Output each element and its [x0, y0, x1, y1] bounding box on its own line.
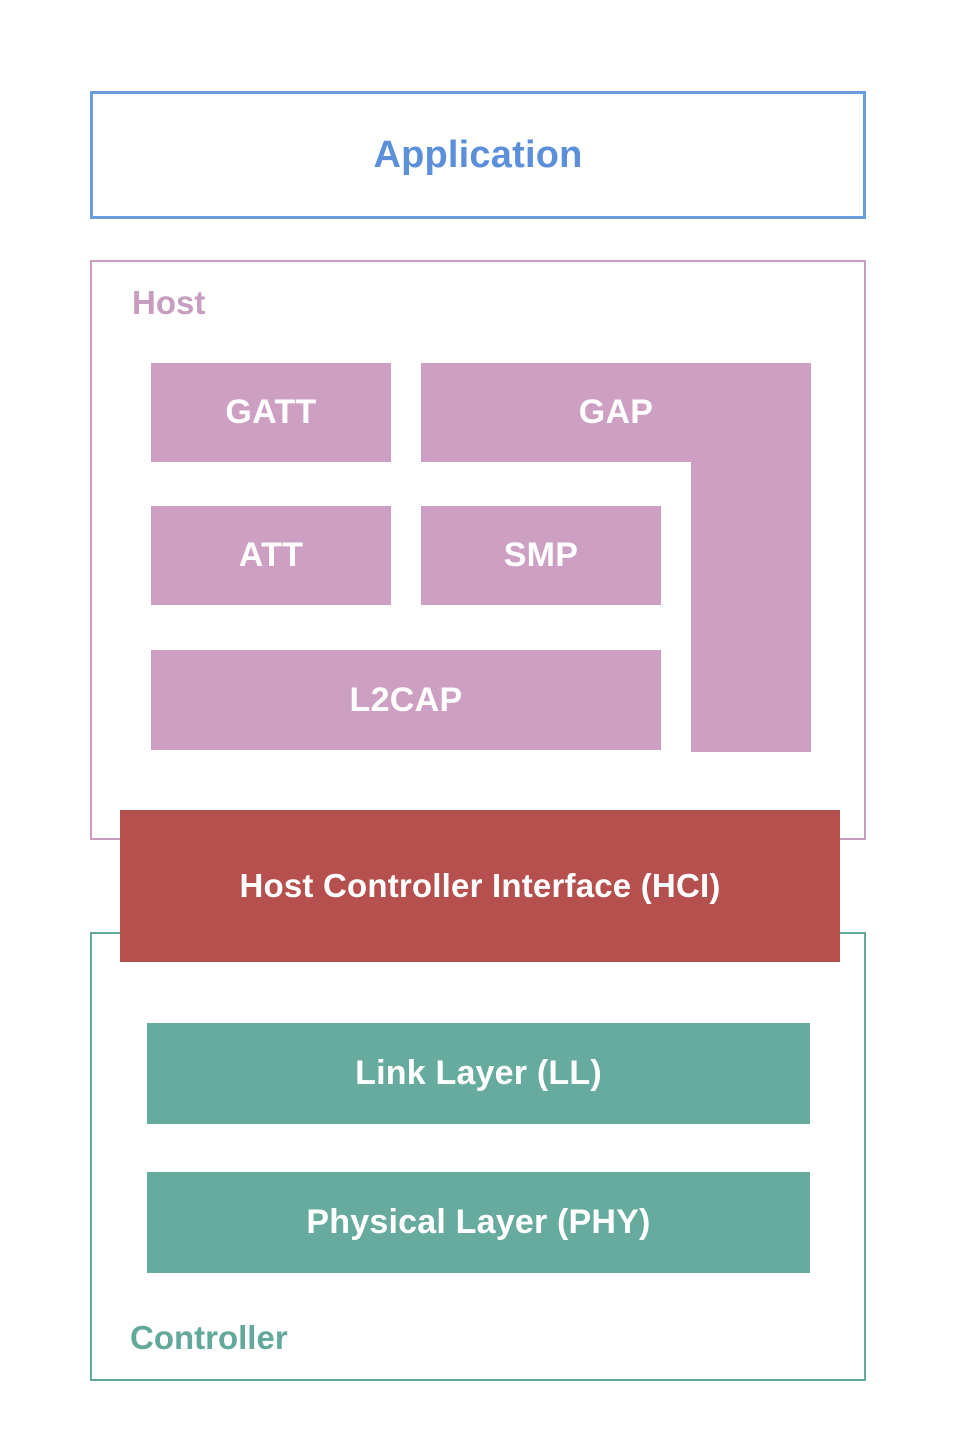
physical-layer-label: Physical Layer (PHY)	[306, 1203, 651, 1241]
l2cap-block: L2CAP	[151, 650, 661, 750]
att-label: ATT	[238, 536, 304, 574]
host-label: Host	[132, 284, 206, 321]
controller-container: Controller	[90, 932, 866, 1381]
physical-layer-block: Physical Layer (PHY)	[147, 1172, 810, 1273]
hci-label: Host Controller Interface (HCI)	[239, 867, 721, 904]
link-layer-block: Link Layer (LL)	[147, 1023, 810, 1124]
host-controller-interface-block: Host Controller Interface (HCI)	[120, 810, 840, 962]
gap-label: GAP	[578, 393, 654, 431]
application-layer-box: Application	[90, 91, 866, 219]
gatt-block: GATT	[151, 363, 391, 462]
att-block: ATT	[151, 506, 391, 605]
link-layer-label: Link Layer (LL)	[355, 1054, 602, 1092]
application-label: Application	[373, 133, 583, 176]
smp-block: SMP	[421, 506, 661, 605]
controller-label: Controller	[130, 1319, 288, 1356]
smp-label: SMP	[503, 536, 579, 574]
l2cap-label: L2CAP	[349, 680, 463, 719]
gatt-label: GATT	[225, 393, 317, 431]
